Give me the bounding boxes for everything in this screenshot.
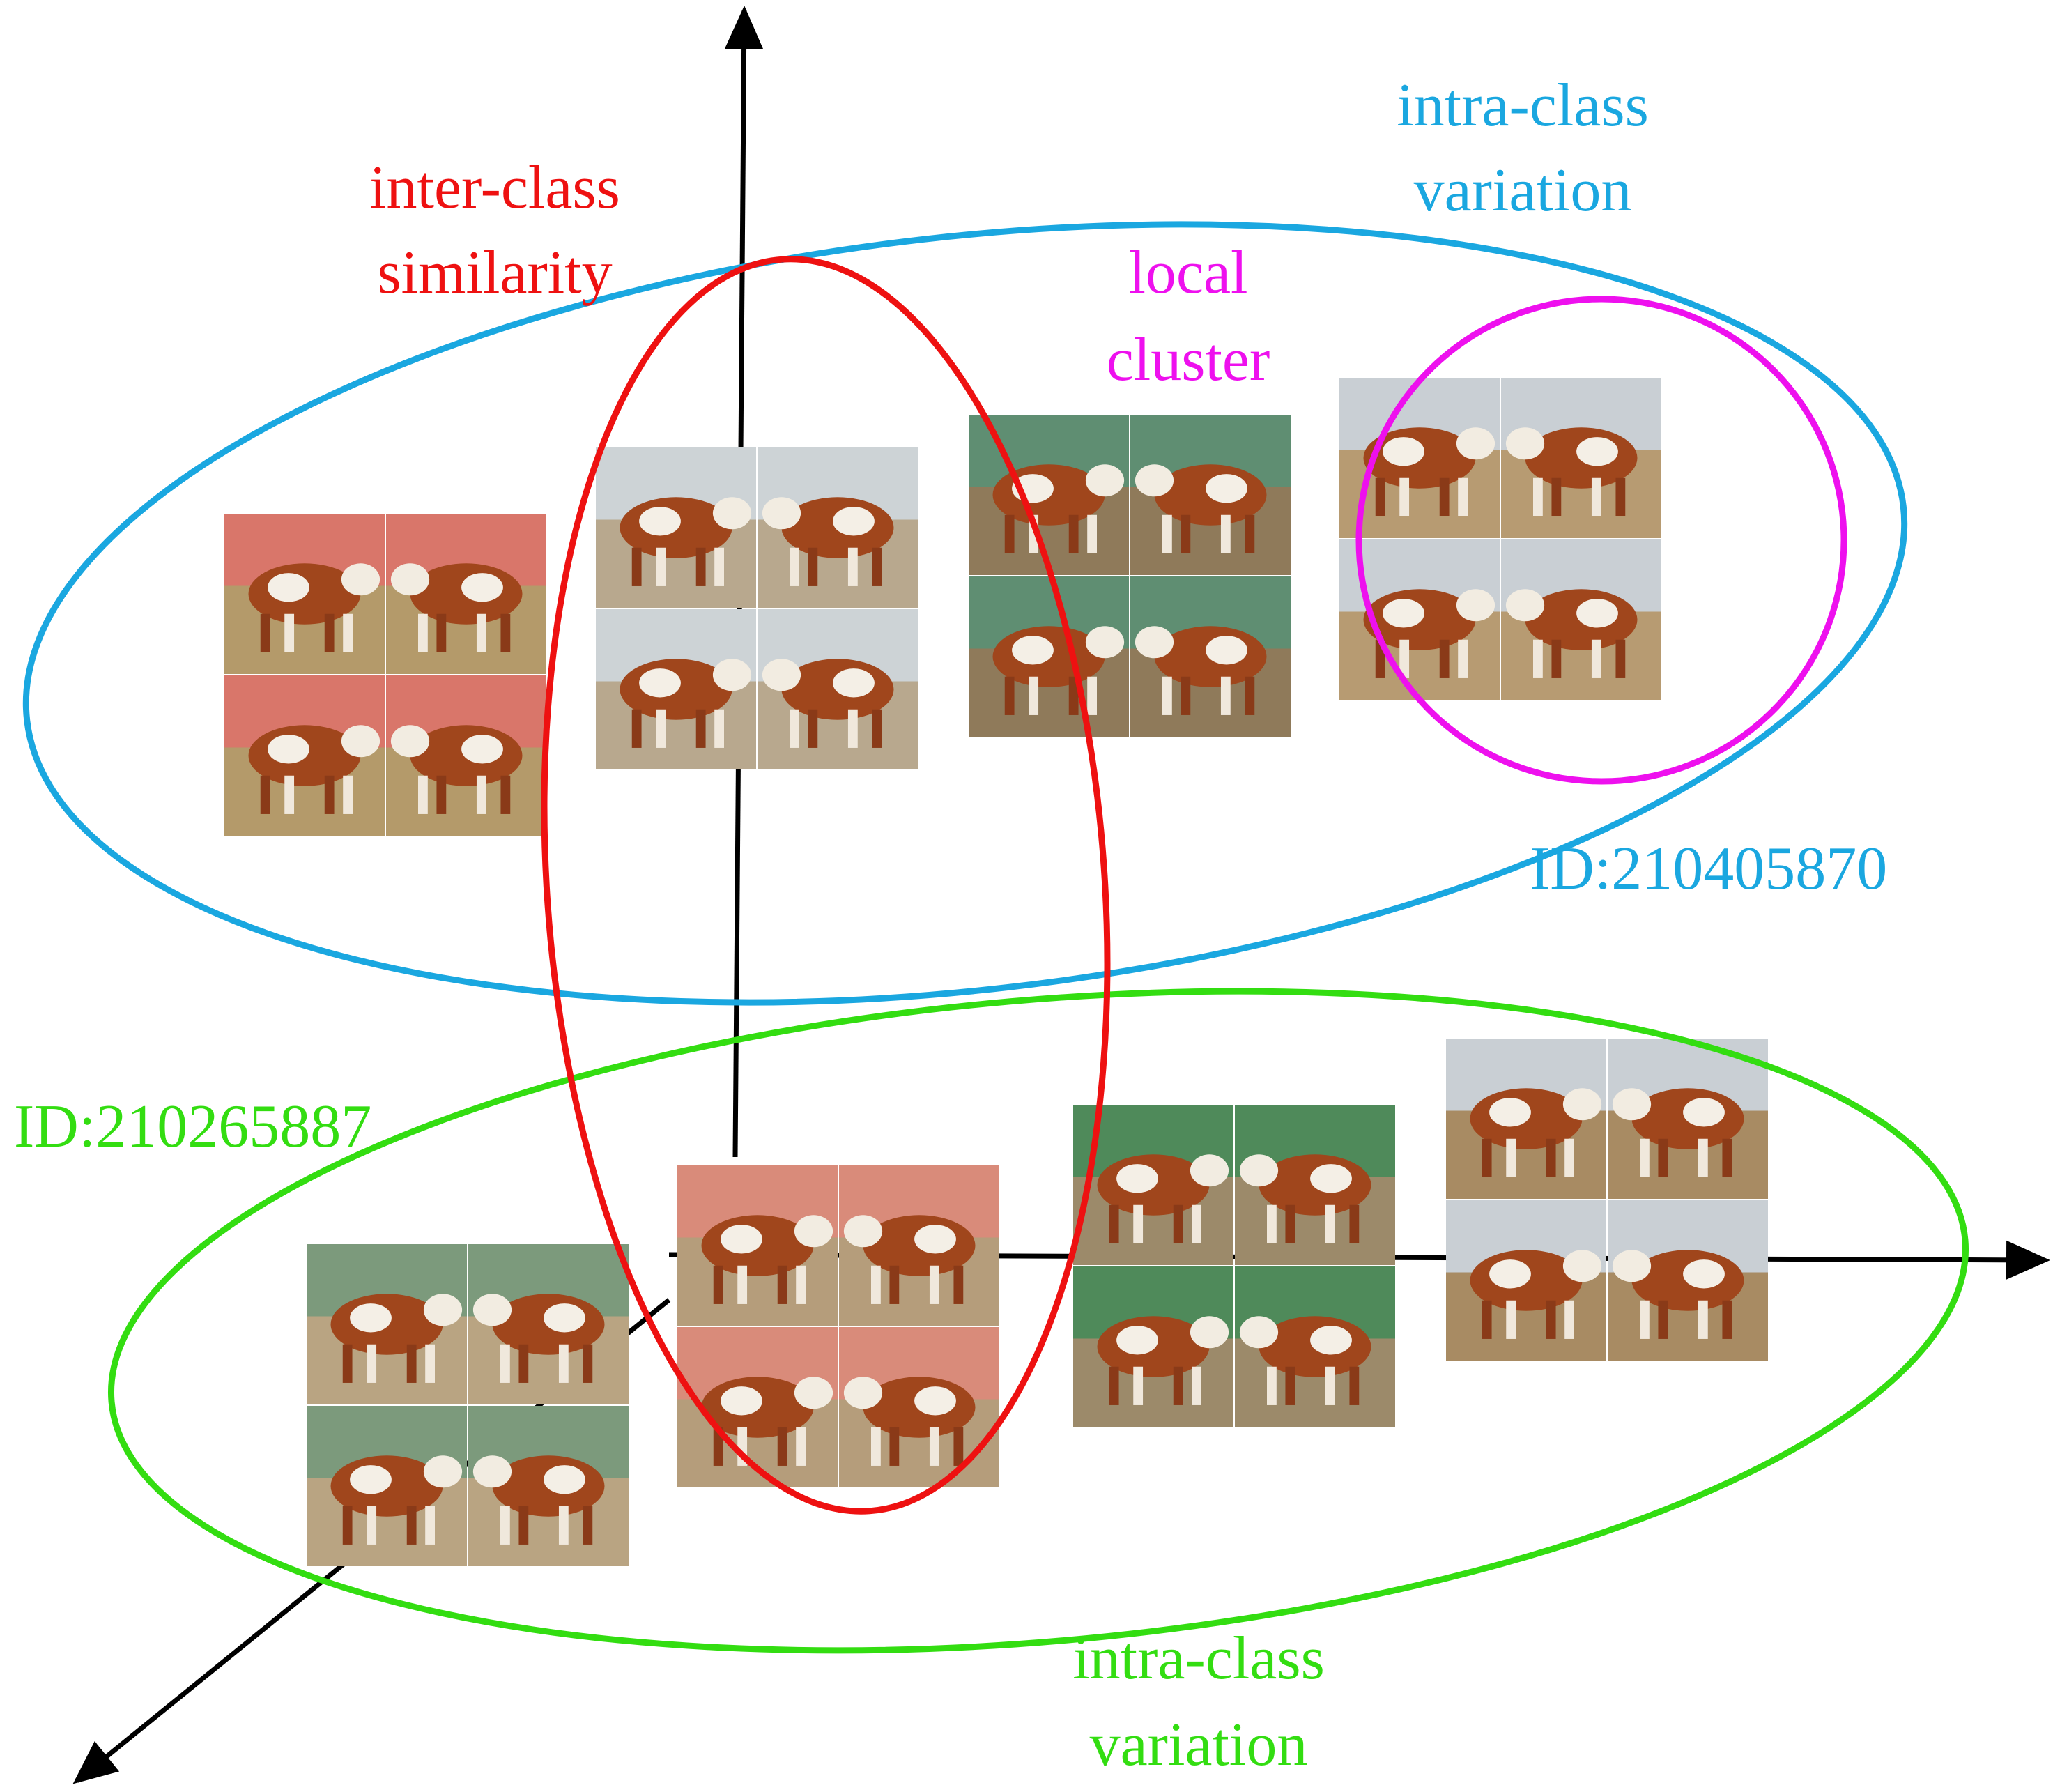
- id-green-label: ID:210265887: [14, 1093, 371, 1161]
- cow-photo: [1339, 539, 1500, 700]
- intra-class-top-label-line2: variation: [1414, 157, 1632, 224]
- cow-photo: [1501, 539, 1661, 700]
- cow-photo: [969, 576, 1129, 737]
- green-cluster-ellipse: [107, 988, 1969, 1654]
- cow-photo: [677, 1165, 838, 1326]
- cow-photo: [758, 609, 918, 769]
- inter-class-label-line2: similarity: [377, 239, 612, 307]
- ellipses: [22, 221, 1969, 1654]
- cow-photo: [1446, 1200, 1606, 1361]
- cow-photo: [1130, 576, 1291, 737]
- cow-photo: [224, 675, 385, 836]
- image-groups: [224, 378, 1768, 1566]
- cow-photo: [596, 447, 756, 608]
- magenta-local-cluster-circle: [1355, 296, 1847, 785]
- cow-photo: [758, 447, 918, 608]
- cow-photo: [1235, 1266, 1395, 1427]
- cow-photo: [386, 675, 546, 836]
- cow-group-bottom-left: [307, 1244, 629, 1566]
- cow-group-bottom-center: [677, 1165, 999, 1487]
- cow-photo: [839, 1327, 999, 1487]
- local-cluster-label-line2: cluster: [1107, 326, 1270, 394]
- cow-photo: [468, 1244, 629, 1404]
- cow-photo: [677, 1327, 838, 1487]
- red-inter-class-ellipse: [541, 256, 1111, 1515]
- cow-photo: [839, 1165, 999, 1326]
- cow-photo: [1608, 1039, 1768, 1199]
- cow-group-green-fence-bottom: [1073, 1105, 1395, 1427]
- intra-class-top-label-line1: intra-class: [1397, 72, 1649, 139]
- cow-photo: [307, 1406, 467, 1566]
- blue-cluster-ellipse: [22, 221, 1908, 1006]
- labels: inter-class similarity intra-class varia…: [14, 72, 1887, 1779]
- cow-photo: [1501, 378, 1661, 538]
- id-blue-label: ID:210405870: [1530, 835, 1887, 903]
- cow-photo: [386, 514, 546, 674]
- cow-photo: [1446, 1039, 1606, 1199]
- cow-photo: [1130, 415, 1291, 575]
- cow-photo: [1608, 1200, 1768, 1361]
- cow-group-rear-red-wall: [224, 514, 546, 836]
- local-cluster-label-line1: local: [1128, 239, 1247, 307]
- inter-class-label-line1: inter-class: [369, 154, 620, 222]
- cow-photo: [596, 609, 756, 769]
- cow-group-green-fence-top: [969, 415, 1291, 737]
- cow-photo: [224, 514, 385, 674]
- cow-group-bottom-right: [1446, 1039, 1768, 1361]
- cow-group-walking-fence: [596, 447, 918, 769]
- cow-photo: [307, 1244, 467, 1404]
- cow-photo: [468, 1406, 629, 1566]
- intra-class-bottom-label-line2: variation: [1090, 1711, 1308, 1779]
- cow-photo: [1235, 1105, 1395, 1265]
- intra-class-bottom-label-line1: intra-class: [1072, 1625, 1325, 1692]
- cow-group-local-cluster: [1339, 378, 1661, 700]
- cow-photo: [969, 415, 1129, 575]
- cow-photo: [1073, 1266, 1233, 1427]
